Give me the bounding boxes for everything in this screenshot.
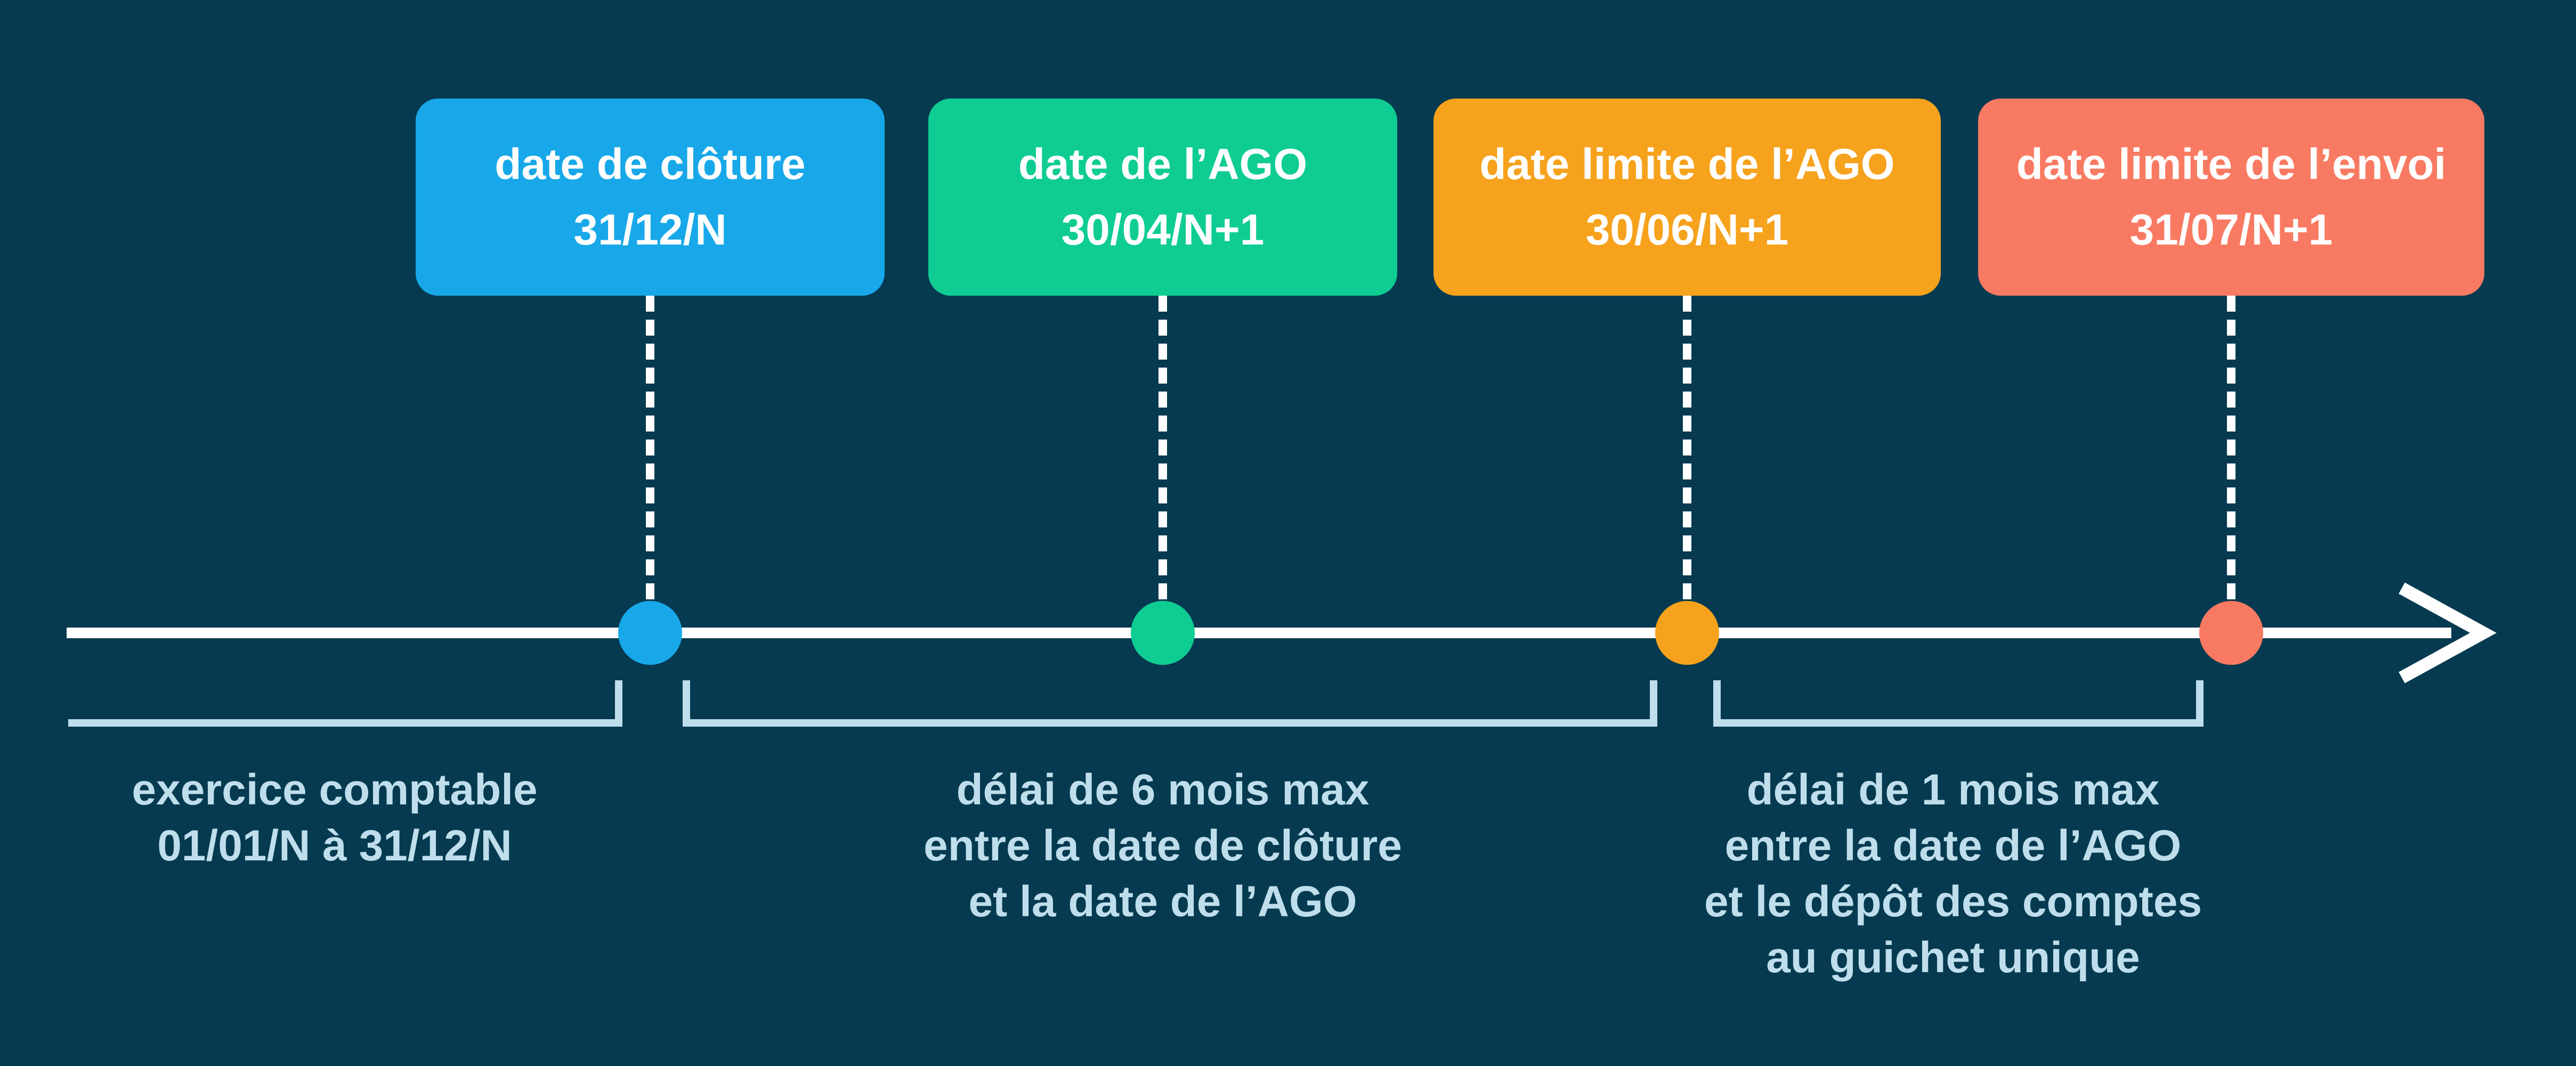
span-bracket-6-month-delay xyxy=(683,680,1657,727)
card-date: 31/12/N xyxy=(573,206,727,254)
annotation-accounting-period: exercice comptable 01/01/N à 31/12/N xyxy=(15,762,654,874)
annotation-line: exercice comptable xyxy=(132,766,538,814)
card-date: 30/04/N+1 xyxy=(1061,206,1265,254)
annotation-line: 01/01/N à 31/12/N xyxy=(157,821,512,870)
annotation-line: entre la date de l’AGO xyxy=(1724,821,2182,870)
dashed-connector-ago-deadline xyxy=(1683,296,1691,601)
milestone-card-closing-date: date de clôture 31/12/N xyxy=(416,99,885,296)
dashed-connector-closing-date xyxy=(646,296,654,601)
dashed-connector-filing-deadline xyxy=(2227,296,2235,601)
card-date: 30/06/N+1 xyxy=(1585,206,1789,254)
card-title: date limite de l’AGO xyxy=(1479,140,1895,189)
annotation-line: et le dépôt des comptes xyxy=(1704,877,2202,926)
annotation-6-month-delay: délai de 6 mois max entre la date de clô… xyxy=(710,762,1616,930)
annotation-line: délai de 1 mois max xyxy=(1746,766,2160,814)
card-title: date limite de l’envoi xyxy=(2016,140,2447,189)
span-bracket-1-month-delay xyxy=(1713,680,2204,727)
timeline-dot-ago-deadline xyxy=(1655,601,1719,665)
dashed-connector-ago-date xyxy=(1159,296,1167,601)
timeline-axis xyxy=(67,628,2451,638)
milestone-card-ago-deadline: date limite de l’AGO 30/06/N+1 xyxy=(1433,99,1941,296)
timeline-dot-closing-date xyxy=(618,601,682,665)
card-date: 31/07/N+1 xyxy=(2129,206,2333,254)
card-title: date de clôture xyxy=(495,140,806,189)
span-bracket-accounting-period xyxy=(68,680,622,727)
annotation-line: et la date de l’AGO xyxy=(968,877,1357,926)
milestone-card-ago-date: date de l’AGO 30/04/N+1 xyxy=(928,99,1397,296)
annotation-line: au guichet unique xyxy=(1766,933,2140,982)
annotation-line: délai de 6 mois max xyxy=(956,766,1370,814)
card-title: date de l’AGO xyxy=(1018,140,1308,189)
timeline-dot-ago-date xyxy=(1131,601,1195,665)
timeline-arrowhead-icon xyxy=(2399,582,2497,683)
timeline-dot-filing-deadline xyxy=(2199,601,2263,665)
milestone-card-filing-deadline: date limite de l’envoi 31/07/N+1 xyxy=(1978,99,2484,296)
annotation-line: entre la date de clôture xyxy=(924,821,1402,870)
annotation-1-month-delay: délai de 1 mois max entre la date de l’A… xyxy=(1500,762,2406,986)
